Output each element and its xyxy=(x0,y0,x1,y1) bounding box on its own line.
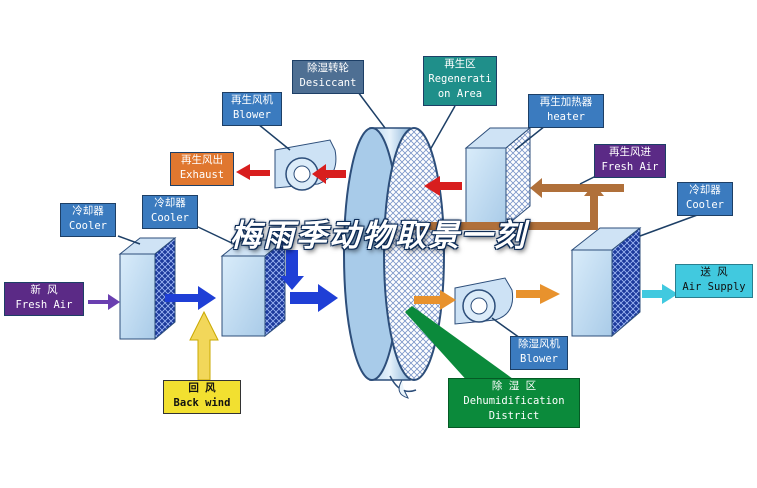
back-wind-label-cn: 回 风 xyxy=(188,382,216,394)
back-wind-label-en: Back wind xyxy=(173,397,231,409)
cooler-right-label: 冷却器 Cooler xyxy=(677,182,733,216)
cooler-right-label-en: Cooler xyxy=(686,199,724,211)
regen-blower-label: 再生风机 Blower xyxy=(222,92,282,126)
process-blower-label-en: Blower xyxy=(520,353,558,365)
back-wind-label: 回 风 Back wind xyxy=(163,380,241,414)
cooler-mid-unit xyxy=(220,238,287,338)
regen-heater-label: 再生加热器 heater xyxy=(528,94,604,128)
cooler-right-label-cn: 冷却器 xyxy=(689,184,721,196)
exhaust-label-en: Exhaust xyxy=(179,169,225,181)
regeneration-label-en1: Regenerati xyxy=(428,73,492,85)
regeneration-label-en2: on Area xyxy=(437,88,483,100)
regen-fresh-air-label: 再生风进 Fresh Air xyxy=(594,144,666,178)
leader-lines xyxy=(117,87,701,339)
regen-heater-unit xyxy=(464,126,532,228)
regeneration-label: 再生区 Regenerati on Area xyxy=(423,56,497,106)
cooler-left-label: 冷却器 Cooler xyxy=(60,203,116,237)
overlay-banner-title: 梅雨季动物取景一刻 xyxy=(230,218,527,254)
air-supply-label-cn: 送 风 xyxy=(700,266,728,278)
regeneration-label-cn: 再生区 xyxy=(444,58,476,70)
exhaust-label-cn: 再生风出 xyxy=(181,154,223,166)
cooler-right-unit xyxy=(570,226,642,338)
air-supply-label: 送 风 Air Supply xyxy=(675,264,753,298)
cooler-mid-label-cn: 冷却器 xyxy=(154,197,186,209)
cooler-left-label-cn: 冷却器 xyxy=(72,205,104,217)
fresh-air-label-cn: 新 风 xyxy=(30,284,58,296)
regen-heater-label-en: heater xyxy=(547,111,585,123)
cooler-mid-label-en: Cooler xyxy=(151,212,189,224)
process-blower-label: 除湿风机 Blower xyxy=(510,336,568,370)
regen-blower-unit xyxy=(274,139,337,191)
dehumid-district-label-en1: Dehumidification xyxy=(463,395,565,407)
regen-fresh-air-label-cn: 再生风进 xyxy=(609,146,651,158)
cooler-left-unit xyxy=(118,236,177,341)
desiccant-wheel xyxy=(343,127,445,399)
regen-heater-label-cn: 再生加热器 xyxy=(539,96,593,108)
flow-arrows xyxy=(88,164,678,381)
desiccant-label-cn: 除湿转轮 xyxy=(307,62,349,74)
desiccant-label: 除湿转轮 Desiccant xyxy=(292,60,364,94)
desiccant-label-en: Desiccant xyxy=(299,77,357,89)
regen-blower-label-cn: 再生风机 xyxy=(231,94,273,106)
fresh-air-label-en: Fresh Air xyxy=(15,299,73,311)
cooler-left-label-en: Cooler xyxy=(69,220,107,232)
dehumid-district-label: 除 湿 区 Dehumidification District xyxy=(448,378,580,428)
exhaust-label: 再生风出 Exhaust xyxy=(170,152,234,186)
fresh-air-label: 新 风 Fresh Air xyxy=(4,282,84,316)
process-blower-unit xyxy=(454,277,514,325)
process-blower-label-cn: 除湿风机 xyxy=(518,338,560,350)
cooler-mid-label: 冷却器 Cooler xyxy=(142,195,198,229)
air-supply-label-en: Air Supply xyxy=(682,281,746,293)
regen-fresh-air-label-en: Fresh Air xyxy=(601,161,659,173)
dehumid-district-label-en2: District xyxy=(488,410,540,422)
regen-blower-label-en: Blower xyxy=(233,109,271,121)
dehumid-callout-wedge xyxy=(405,306,520,384)
dehumid-district-label-cn: 除 湿 区 xyxy=(491,380,537,392)
